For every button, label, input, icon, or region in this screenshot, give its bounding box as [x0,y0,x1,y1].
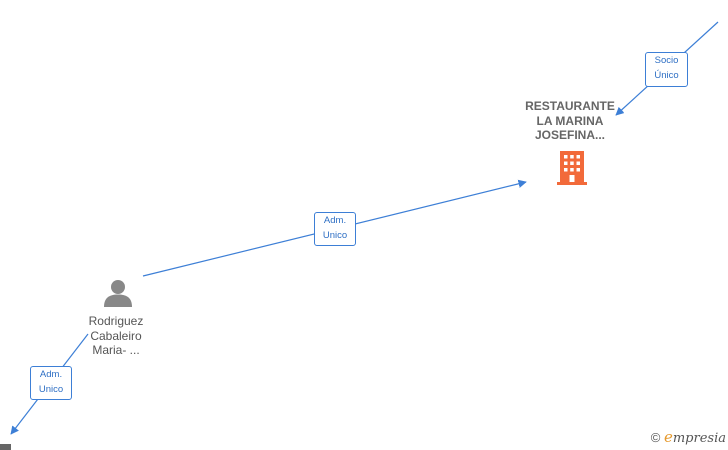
person-name-line-1: Rodriguez [88,314,144,328]
person-node-label[interactable]: Rodriguez Cabaleiro Maria- ... [66,314,166,358]
company-name-line-1: RESTAURANTE [525,99,615,113]
edge-label-line-1: Adm. [39,369,63,380]
building-icon[interactable] [557,151,587,185]
person-icon[interactable] [104,280,132,307]
company-node-label[interactable]: RESTAURANTE LA MARINA JOSEFINA... [505,99,635,143]
person-name-line-2: Cabaleiro [90,328,142,343]
edge-label-adm-unico-main[interactable]: Adm. Unico [314,212,356,246]
edge-label-line-2: Unico [322,230,348,241]
edge-label-line-2: Único [654,70,679,81]
company-name-line-2: LA MARINA [536,113,604,128]
copyright-symbol: © [650,430,661,445]
edge-label-line-1: Adm. [323,215,347,226]
edge-label-line-1: Socio [654,55,679,66]
partial-node-icon[interactable] [0,444,11,450]
company-name-line-3: JOSEFINA... [534,128,605,142]
edge-label-socio-unico[interactable]: Socio Único [645,52,688,87]
edge-label-line-2: Unico [38,384,64,395]
brand-logo-initial: e [663,428,673,446]
edge-label-adm-unico-lower[interactable]: Adm. Unico [30,366,72,400]
empresia-watermark: © empresia [651,428,726,446]
brand-logo-text: mpresia [672,431,726,446]
person-name-line-3: Maria- ... [92,343,140,357]
